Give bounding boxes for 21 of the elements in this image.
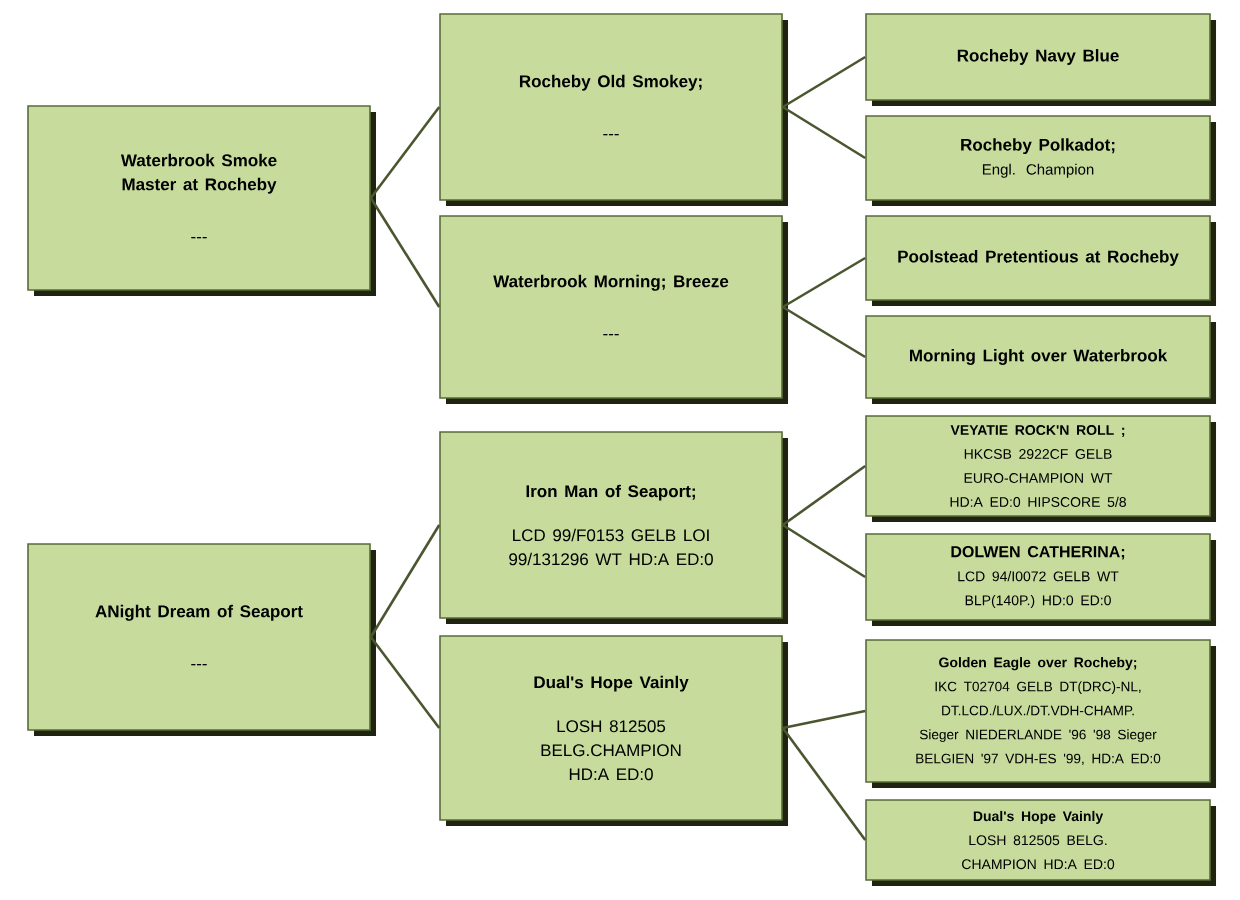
pedigree-box: Morning Light over Waterbrook xyxy=(865,315,1216,404)
connector-line xyxy=(782,464,866,527)
connector-line xyxy=(782,523,866,579)
pedigree-box: Waterbrook Smoke Master at Rocheby --- xyxy=(27,105,376,296)
pedigree-box: ANight Dream of Seaport --- xyxy=(27,543,376,736)
pedigree-box: Rocheby Old Smokey; --- xyxy=(439,13,788,206)
pedigree-box: Dual's Hope Vainly LOSH 812505 BELG.CHAMPION HD:A ED:0 xyxy=(439,635,788,826)
connector-line xyxy=(782,256,866,309)
pedigree-box: Rocheby Navy Blue xyxy=(865,13,1216,106)
pedigree-box: Waterbrook Morning; Breeze --- xyxy=(439,215,788,404)
connector-line xyxy=(782,105,866,160)
connector-line xyxy=(782,55,866,109)
pedigree-box: Poolstead Pretentious at Rocheby xyxy=(865,215,1216,306)
pedigree-box: Iron Man of Seaport; LCD 99/F0153 GELB LOI 99/131296 WT HD:A ED:0 xyxy=(439,431,788,624)
connector-line xyxy=(782,709,866,730)
connector-line xyxy=(781,727,867,841)
connector-line xyxy=(369,106,441,199)
connector-line xyxy=(369,524,441,638)
connector-line xyxy=(369,636,441,729)
connector-line xyxy=(369,197,441,308)
connector-line xyxy=(782,305,866,359)
